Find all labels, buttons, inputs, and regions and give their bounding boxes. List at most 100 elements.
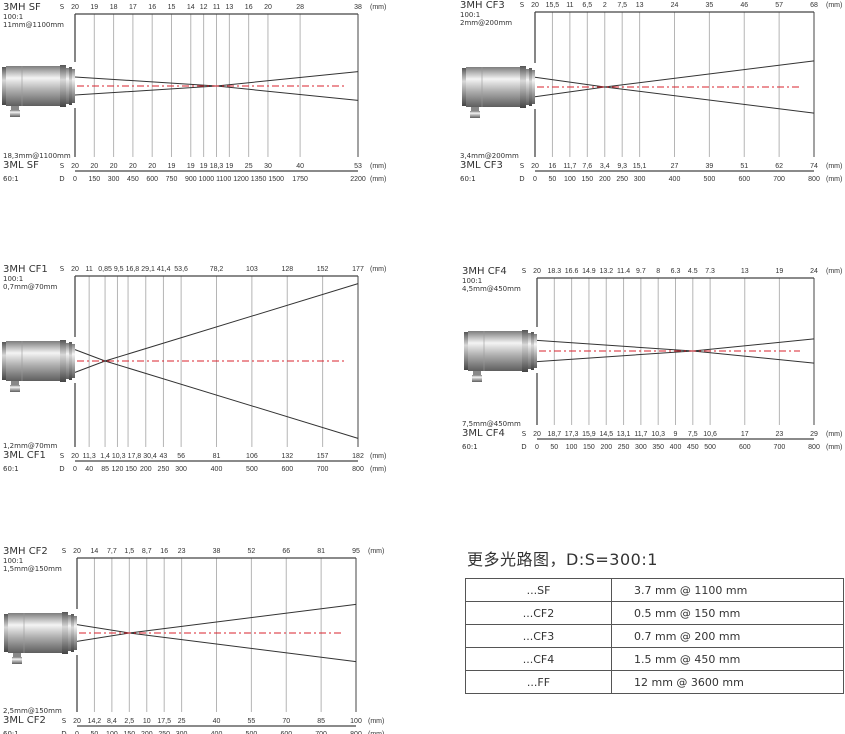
distance-value: 300 xyxy=(175,466,187,473)
sensor-ring xyxy=(72,69,75,103)
distance-value: 450 xyxy=(127,176,139,183)
spot-axis-label: S xyxy=(60,3,65,11)
unit-label: (mm) xyxy=(826,176,842,183)
mh-spot-value: 52 xyxy=(248,548,256,555)
mh-spot-size: 1,5mm@150mm xyxy=(3,565,62,573)
distance-value: 800 xyxy=(808,444,820,451)
ml-spot-value: 20 xyxy=(148,163,156,170)
ml-spot-value: 20 xyxy=(73,718,81,725)
mh-spot-size: 4,5mm@450mm xyxy=(462,285,521,293)
ml-spot-value: 20 xyxy=(533,431,541,438)
unit-label: (mm) xyxy=(370,163,386,170)
mh-ratio: 100:1 xyxy=(3,557,23,565)
ml-ratio: 60:1 xyxy=(3,730,19,734)
ml-spot-value: 2,5 xyxy=(124,718,134,725)
mh-spot-value: 13 xyxy=(636,2,644,9)
distance-value: 250 xyxy=(618,444,630,451)
mh-spot-value: 81 xyxy=(317,548,325,555)
mh-spot-value: 20 xyxy=(264,4,272,11)
ml-spot-value: 85 xyxy=(317,718,325,725)
mh-spot-size: 2mm@200mm xyxy=(460,19,512,27)
sensor-ring xyxy=(68,615,71,651)
spot-axis-label: S xyxy=(62,717,67,725)
mh-spot-value: 7.3 xyxy=(705,268,715,275)
mh-spot-value: 68 xyxy=(810,2,818,9)
ml-spot-size: 18,3mm@1100mm xyxy=(3,152,71,160)
sensor-ring xyxy=(526,69,529,105)
sensor-connector xyxy=(10,385,20,392)
sensor-connector xyxy=(472,375,482,382)
ml-spot-value: 17,8 xyxy=(128,453,142,460)
mh-spot-value: 8,7 xyxy=(142,548,152,555)
sensor-ring xyxy=(62,612,68,654)
sensor-ring xyxy=(69,342,72,380)
unit-label: (mm) xyxy=(370,466,386,473)
sensor-ring xyxy=(529,68,532,106)
ml-spot-value: 43 xyxy=(160,453,168,460)
sensor-ring xyxy=(60,340,66,382)
spot-axis-label: S xyxy=(522,430,527,438)
mh-spot-value: 11 xyxy=(213,4,220,11)
mh-spot-size: 0,7mm@70mm xyxy=(3,283,57,291)
ml-spot-value: 25 xyxy=(245,163,253,170)
mh-spot-value: 38 xyxy=(354,4,362,11)
ml-spot-value: 70 xyxy=(282,718,290,725)
sensor-connector xyxy=(470,111,480,118)
ml-ratio: 60:1 xyxy=(462,443,478,451)
distance-value: 500 xyxy=(246,466,258,473)
ml-spot-value: 27 xyxy=(671,163,679,170)
ml-ratio: 60:1 xyxy=(3,175,19,183)
ml-spot-value: 11,7 xyxy=(634,431,647,438)
distance-axis-label: D xyxy=(521,443,526,451)
distance-value: 300 xyxy=(635,444,647,451)
distance-value: 50 xyxy=(550,444,558,451)
ml-spot-value: 132 xyxy=(281,453,293,460)
ml-spot-value: 39 xyxy=(706,163,714,170)
mh-spot-value: 24 xyxy=(671,2,679,9)
mh-spot-value: 13 xyxy=(226,4,234,11)
distance-value: 600 xyxy=(146,176,158,183)
ml-spot-value: 10 xyxy=(143,718,151,725)
sensor-ring xyxy=(71,614,74,652)
model-cell: ...SF xyxy=(465,578,612,602)
ml-model-title: 3ML CF3 xyxy=(460,160,503,171)
sensor-cap xyxy=(462,68,466,106)
distance-value: 150 xyxy=(125,466,137,473)
mh-spot-value: 7,5 xyxy=(617,2,627,9)
distance-value: 150 xyxy=(123,731,135,734)
mh-spot-value: 20 xyxy=(71,266,79,273)
distance-value: 700 xyxy=(317,466,329,473)
mh-spot-value: 2 xyxy=(603,2,607,9)
mh-spot-value: 53,6 xyxy=(174,266,188,273)
mh-spot-value: 11.4 xyxy=(617,268,630,275)
unit-label: (mm) xyxy=(368,731,384,734)
distance-value: 200 xyxy=(600,444,612,451)
mh-spot-size: 11mm@1100mm xyxy=(3,21,64,29)
distance-value: 350 xyxy=(652,444,664,451)
mh-spot-value: 95 xyxy=(352,548,360,555)
mh-spot-value: 4.5 xyxy=(688,268,698,275)
sensor-ring xyxy=(534,334,537,368)
distance-value: 600 xyxy=(738,176,750,183)
mh-spot-value: 41,4 xyxy=(157,266,171,273)
distance-axis-label: D xyxy=(61,730,66,734)
distance-value: 750 xyxy=(166,176,178,183)
sensor-ring xyxy=(69,67,72,105)
ml-spot-value: 100 xyxy=(350,718,362,725)
ml-spot-value: 29 xyxy=(810,431,818,438)
distance-value: 100 xyxy=(564,176,576,183)
ml-spot-value: 19 xyxy=(168,163,176,170)
distance-value: 1200 xyxy=(233,176,249,183)
distance-value: 1750 xyxy=(292,176,308,183)
mh-spot-value: 8 xyxy=(656,268,660,275)
mh-spot-value: 15 xyxy=(168,4,176,11)
sensor-icon xyxy=(462,66,535,118)
sensor-ring xyxy=(528,333,531,369)
sensor-connector xyxy=(11,381,19,385)
ml-spot-value: 20 xyxy=(110,163,118,170)
distance-value: 150 xyxy=(88,176,100,183)
